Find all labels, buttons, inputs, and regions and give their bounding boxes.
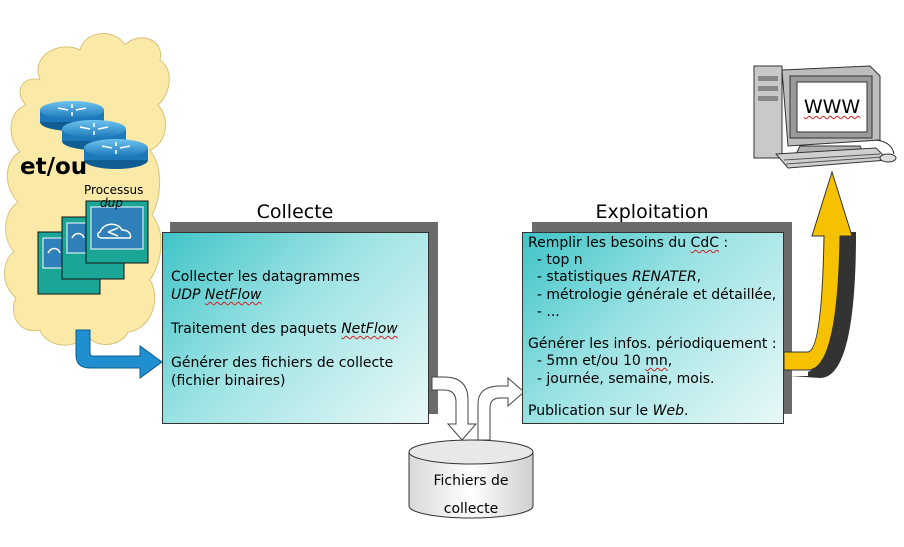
exploitation-line: Remplir les besoins du CdC : xyxy=(528,235,729,251)
router-icon xyxy=(62,120,126,150)
blue-arrow xyxy=(75,329,163,379)
process-sub-label: dup xyxy=(100,196,123,210)
exploitation-line: - journée, semaine, mois. xyxy=(528,371,715,387)
exploitation-line: - métrologie générale et détaillée, xyxy=(528,287,777,303)
collecte-box: Collecter les datagrammes UDP NetFlow Tr… xyxy=(162,232,429,424)
exploitation-line: - ... xyxy=(528,304,560,320)
yellow-arrow xyxy=(783,170,856,378)
exploitation-line: - top n xyxy=(528,252,583,268)
collecte-line: UDP NetFlow xyxy=(171,287,262,303)
collecte-line: Collecter les datagrammes xyxy=(171,269,360,285)
monitor-screen-text: WWW xyxy=(803,96,861,118)
exploitation-line: - statistiques RENATER, xyxy=(528,269,702,285)
exploitation-line: Publication sur le Web. xyxy=(528,403,689,419)
collecte-title: Collecte xyxy=(256,201,334,223)
collecte-line: Traitement des paquets NetFlow xyxy=(171,321,398,337)
down-arrow xyxy=(431,376,478,441)
exploitation-line: - 5mn et/ou 10 mn, xyxy=(528,353,673,369)
source-label: et/ou xyxy=(20,154,88,180)
computer-icon xyxy=(753,65,897,169)
storage-line: Fichiers de xyxy=(433,473,509,489)
collecte-line: Générer des fichiers de collecte xyxy=(171,355,394,371)
exploitation-line: Générer les infos. périodiquement : xyxy=(528,336,777,352)
router-icon xyxy=(84,139,148,169)
storage-cylinder xyxy=(408,439,534,519)
up-arrow xyxy=(477,376,525,441)
process-card-icon xyxy=(85,200,149,264)
exploitation-box: Remplir les besoins du CdC : - top n - s… xyxy=(522,232,784,424)
process-label: Processus xyxy=(84,183,144,197)
storage-line: collecte xyxy=(443,501,499,517)
exploitation-title: Exploitation xyxy=(595,201,709,223)
collecte-line: (fichier binaires) xyxy=(171,373,286,389)
